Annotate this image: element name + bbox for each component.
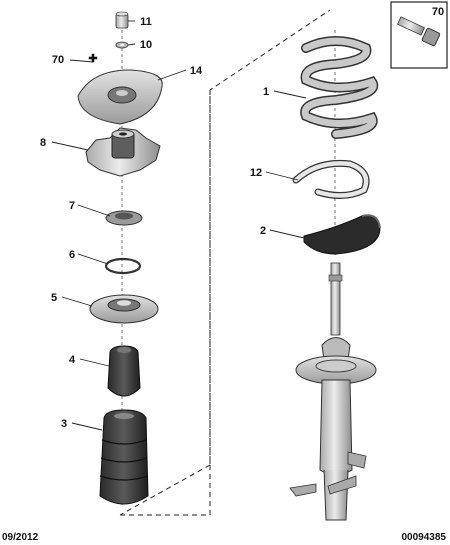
part-14-upper-mount-plate: [77, 69, 163, 125]
leader-lines: [51, 20, 307, 431]
callout-1: 1: [263, 86, 269, 98]
part-8-strut-mount: [85, 127, 161, 177]
callout-70: 70: [52, 54, 64, 66]
part-11-nut: [115, 11, 129, 29]
shock-absorber: [289, 262, 377, 521]
date-code: 09/2012: [2, 532, 39, 543]
plus-icon: ✚: [88, 53, 97, 65]
inset-callout-70: 70: [432, 6, 444, 18]
callout-14: 14: [190, 65, 203, 77]
callout-10: 10: [140, 39, 152, 51]
part-1-coil-spring: [300, 36, 379, 139]
part-6-ring: [104, 257, 142, 275]
assembly-dashed-outline: [120, 9, 331, 516]
callout-4: 4: [69, 354, 76, 366]
callout-7: 7: [69, 200, 75, 212]
part-5-spring-seat: [89, 294, 159, 324]
callout-8: 8: [40, 137, 46, 149]
inset-box-part-70: [390, 1, 448, 69]
bolt-icon: [396, 16, 441, 47]
callout-3: 3: [61, 418, 67, 430]
part-4-bump-stop: [107, 345, 141, 397]
part-2-insulator: [303, 214, 381, 255]
part-12-spring-pad: [292, 159, 370, 199]
callout-6: 6: [69, 249, 75, 261]
callout-2: 2: [260, 225, 266, 237]
callout-12: 12: [250, 167, 262, 179]
reference-number: 00094385: [401, 532, 447, 543]
callout-5: 5: [51, 292, 57, 304]
part-7-bearing: [105, 210, 143, 226]
part-10-washer: [115, 41, 129, 49]
part-3-dust-boot: [99, 409, 149, 505]
callout-11: 11: [140, 16, 152, 28]
